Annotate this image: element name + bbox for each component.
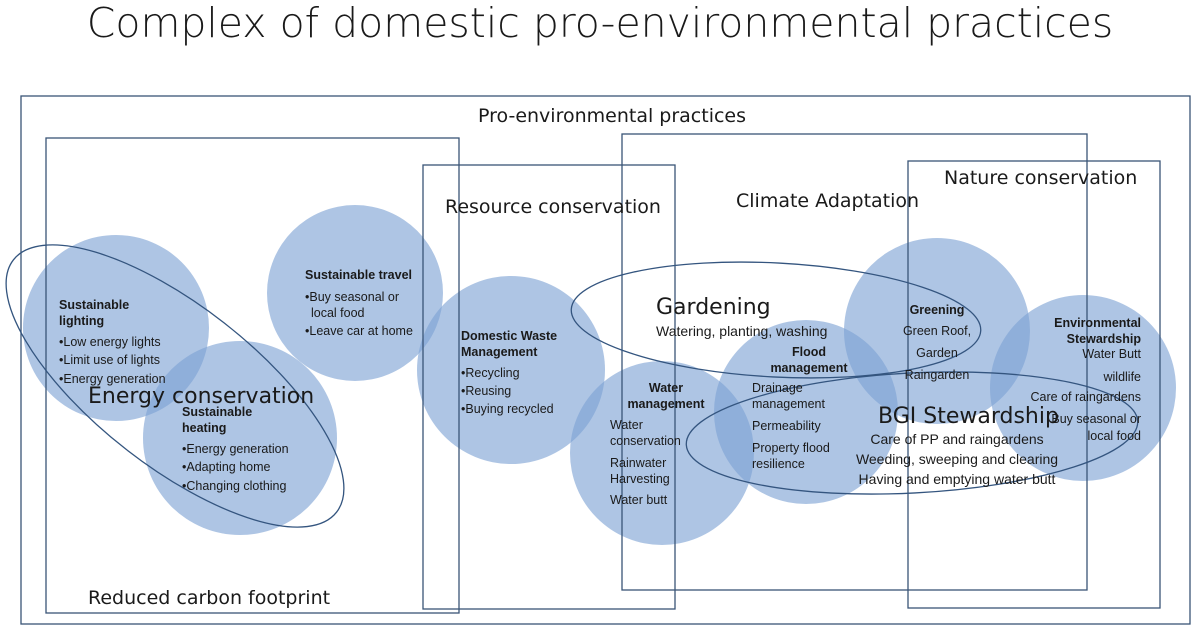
practice-heading: Flood bbox=[792, 345, 826, 359]
practice-sustainable-lighting: Sustainable lighting •Low energy lights … bbox=[59, 298, 166, 386]
practice-item: •Adapting home bbox=[182, 460, 271, 474]
practice-item: Harvesting bbox=[610, 472, 670, 486]
label-bgi-stewardship: BGI Stewardship bbox=[878, 404, 1059, 429]
practice-item: Water butt bbox=[610, 493, 668, 507]
region-frames bbox=[20, 95, 1191, 625]
practice-item: •Low energy lights bbox=[59, 335, 161, 349]
practice-item: Rainwater bbox=[610, 456, 666, 470]
practice-heading: management bbox=[770, 361, 848, 375]
practice-item: Care of raingardens bbox=[1031, 390, 1141, 404]
bgi-line: Care of PP and raingardens bbox=[870, 431, 1043, 447]
practice-item: conservation bbox=[610, 434, 681, 448]
practice-heading: heating bbox=[182, 421, 226, 435]
practice-environmental-stewardship: Environmental Stewardship Water Butt wil… bbox=[1031, 316, 1142, 443]
label-resource-conservation: Resource conservation bbox=[445, 196, 661, 218]
practice-item: Buy seasonal or bbox=[1051, 412, 1141, 426]
practice-item: •Buying recycled bbox=[461, 402, 554, 416]
practice-circles bbox=[23, 205, 1176, 545]
practice-item: local food bbox=[311, 306, 365, 320]
practice-item: •Reusing bbox=[461, 384, 511, 398]
practice-greening: Greening Green Roof, Garden Raingarden bbox=[903, 303, 971, 382]
practice-item: local food bbox=[1087, 429, 1141, 443]
practice-item: Water bbox=[610, 418, 643, 432]
practice-item: •Energy generation bbox=[182, 442, 289, 456]
circle-sustainable-heating bbox=[143, 341, 337, 535]
ellipse-energy-conservation bbox=[5, 244, 345, 528]
practice-item: Raingarden bbox=[905, 368, 970, 382]
ellipse-gardening bbox=[570, 261, 982, 379]
frame-pro-environmental bbox=[20, 95, 1191, 625]
practice-heading: Domestic Waste bbox=[461, 329, 557, 343]
practice-item: •Recycling bbox=[461, 366, 520, 380]
practice-item: •Energy generation bbox=[59, 372, 166, 386]
practice-item: •Changing clothing bbox=[182, 479, 286, 493]
practice-sustainable-heating: Sustainable heating •Energy generation •… bbox=[182, 405, 289, 493]
frame-climate-adaptation bbox=[621, 133, 1088, 591]
label-pro-environmental: Pro-environmental practices bbox=[478, 105, 746, 127]
label-gardening: Gardening bbox=[656, 295, 771, 320]
frame-resource-conservation bbox=[422, 164, 676, 610]
bgi-line: Weeding, sweeping and clearing bbox=[856, 451, 1058, 467]
practice-heading: lighting bbox=[59, 314, 104, 328]
practice-heading: Sustainable bbox=[59, 298, 129, 312]
practice-item: Green Roof, bbox=[903, 324, 971, 338]
label-climate-adaptation: Climate Adaptation bbox=[736, 190, 919, 212]
practice-item: Drainage bbox=[752, 381, 803, 395]
label-reduced-carbon: Reduced carbon footprint bbox=[88, 587, 330, 609]
label-energy-conservation: Energy conservation bbox=[88, 384, 314, 409]
practice-item: Permeability bbox=[752, 419, 822, 433]
practice-item: wildlife bbox=[1102, 370, 1141, 384]
practice-item: •Buy seasonal or bbox=[305, 290, 399, 304]
frame-nature-conservation bbox=[907, 160, 1161, 609]
ellipse-bgi-stewardship bbox=[685, 371, 1139, 495]
label-nature-conservation: Nature conservation bbox=[944, 167, 1137, 189]
practice-flood-management: Flood management Drainage management Per… bbox=[752, 345, 848, 471]
practice-item: •Leave car at home bbox=[305, 324, 413, 338]
practice-item: Property flood bbox=[752, 441, 830, 455]
diagram-title: Complex of domestic pro-environmental pr… bbox=[87, 0, 1114, 47]
circle-greening bbox=[844, 238, 1030, 424]
practice-heading: Sustainable bbox=[182, 405, 252, 419]
bgi-line: Having and emptying water butt bbox=[859, 471, 1056, 487]
practice-heading: Management bbox=[461, 345, 538, 359]
circle-environmental-stewardship bbox=[990, 295, 1176, 481]
practice-heading: Environmental bbox=[1054, 316, 1141, 330]
practice-item: Garden bbox=[916, 346, 958, 360]
practice-item: resilience bbox=[752, 457, 805, 471]
practice-domestic-waste: Domestic Waste Management •Recycling •Re… bbox=[461, 329, 557, 416]
practice-item: Water Butt bbox=[1082, 347, 1141, 361]
frame-reduced-carbon bbox=[45, 137, 460, 614]
practice-water-management: Water management Water conservation Rain… bbox=[610, 381, 705, 507]
circle-water-management bbox=[570, 361, 754, 545]
practice-heading: Greening bbox=[910, 303, 965, 317]
practice-sustainable-travel: Sustainable travel •Buy seasonal or loca… bbox=[305, 268, 413, 338]
practice-heading: Stewardship bbox=[1067, 332, 1142, 346]
practice-item: •Limit use of lights bbox=[59, 353, 160, 367]
practice-heading: management bbox=[627, 397, 705, 411]
practice-item: management bbox=[752, 397, 825, 411]
label-gardening-subtitle: Watering, planting, washing bbox=[656, 323, 827, 339]
practice-heading: Water bbox=[649, 381, 683, 395]
circle-sustainable-travel bbox=[267, 205, 443, 381]
circle-domestic-waste bbox=[417, 276, 605, 464]
practice-heading: Sustainable travel bbox=[305, 268, 412, 282]
group-ellipses bbox=[5, 244, 1139, 528]
